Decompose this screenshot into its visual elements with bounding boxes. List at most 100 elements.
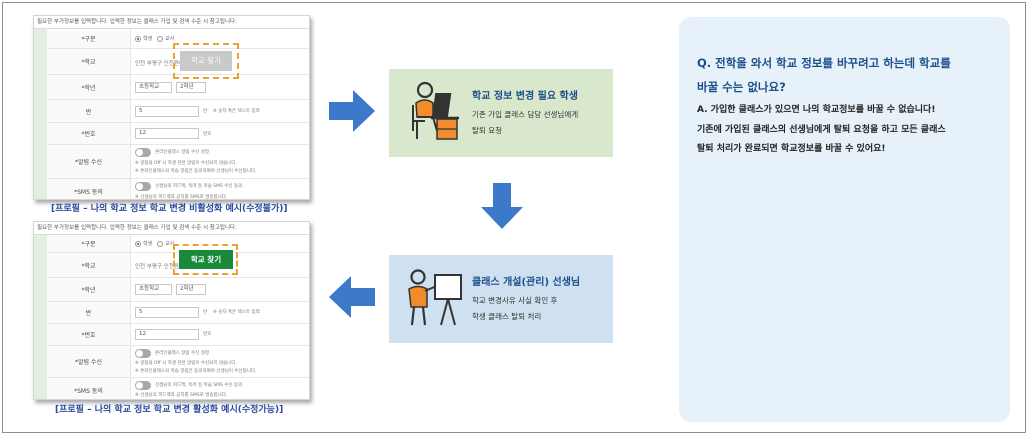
school-label: *학교 [47,253,131,277]
radio-student-icon[interactable] [135,35,141,42]
form-header-notice: 필요한 부가정보를 입력합니다. 입력한 정보는 클래스 가입 및 검색 수준 … [34,16,309,29]
grade-select[interactable]: 초등학교 [135,284,172,295]
sms-note: ※ 선생님의 피드백과 공지를 SMS로 발송합니다. [135,393,228,398]
alarm-toggle[interactable] [135,349,151,358]
faq-answer: A. 가입한 클래스가 있으면 나의 학교정보를 바꿀 수 없습니다! 기존에 … [697,101,1007,160]
type-label: *구분 [47,235,131,252]
highlight-dashed-box [173,244,238,275]
form-row-class: 반 5 반 ※ 숫자 혹은 텍스트 입력 [47,302,309,324]
alarm-note-2: ※ 온라인클래스의 학습 알림은 동의하여야 선생님이 수신됩니다. [135,169,257,174]
sms-toggle[interactable] [135,381,151,390]
form-header-notice: 필요한 부가정보를 입력합니다. 입력한 정보는 클래스 가입 및 검색 수준 … [34,222,309,235]
class-unit: 반 [203,310,208,315]
class-label: 반 [47,100,131,122]
radio-teacher-label: 교사 [164,36,175,42]
form-row-grade: *학년 초등학교 2학년 [47,75,309,100]
class-label: 반 [47,302,131,323]
teacher-step-box: 클래스 개설(관리) 선생님 학교 변경사유 사실 확인 후 학생 클래스 탈퇴… [389,255,613,343]
faq-question-line-2: 바꿀 수는 없나요? [697,80,786,94]
alarm-note-2: ※ 온라인클래스의 학습 알림은 동의하여야 선생님이 수신됩니다. [135,369,257,374]
alarm-note-1: ※ 알림을 Off 시 학생 관련 알림이 수신되지 않습니다. [135,361,237,366]
grade-label: *학년 [47,278,131,301]
teacher-box-desc: 학교 변경사유 사실 확인 후 학생 클래스 탈퇴 처리 [472,293,557,325]
faq-answer-line-3: 탈퇴 처리가 완료되면 학교정보를 바꿀 수 있어요! [697,144,886,154]
radio-teacher-icon[interactable] [156,35,163,42]
arrow-right-icon [329,90,375,132]
school-label: *학교 [47,49,131,74]
form-row-sms: *SMS 동의 선생님의 피드백, 독려 등 학습 SMS 수신 동의 ※ 선생… [47,179,309,200]
faq-question-line-1: Q. 전학을 와서 학교 정보를 바꾸려고 하는데 학교를 [697,56,951,70]
profile-form-disabled-screenshot: 필요한 부가정보를 입력합니다. 입력한 정보는 클래스 가입 및 검색 수준 … [33,15,310,200]
teacher-presenting-icon [408,269,462,326]
form-row-type: *구분 학생 교사 [47,29,309,49]
faq-panel: Q. 전학을 와서 학교 정보를 바꾸려고 하는데 학교를 바꿀 수는 없나요?… [679,17,1010,422]
find-school-button-disabled[interactable]: 학교 찾기 [180,51,232,71]
radio-teacher-label: 교사 [164,241,175,247]
form-row-type: *구분 학생 교사 [47,235,309,253]
type-label: *구분 [47,29,131,48]
form-row-school: *학교 인천 부평구 인천원미초등학교 [47,253,309,278]
alarm-note-1: ※ 알림을 Off 시 학생 관련 알림이 수신되지 않습니다. [135,161,237,166]
grade-num-select[interactable]: 2학년 [176,82,206,93]
sms-toggle[interactable] [135,182,151,191]
sms-label: *SMS 동의 [47,378,131,399]
faq-answer-line-1: A. 가입한 클래스가 있으면 나의 학교정보를 바꿀 수 없습니다! [697,105,936,115]
form-row-school: *학교 인천 부평구 인천원미초등학교 [47,49,309,75]
teacher-box-title: 클래스 개설(관리) 선생님 [472,277,581,288]
faq-answer-line-2: 기존에 가입된 클래스의 선생님에게 탈퇴 요청을 하고 모든 클래스 [697,124,946,135]
student-box-line-2: 탈퇴 요청 [472,126,502,135]
number-label: *번호 [47,123,131,144]
sms-toggle-text: 선생님의 피드백, 독려 등 학습 SMS 수신 동의 [155,383,243,388]
student-step-box: 학교 정보 변경 필요 학생 기존 가입 클래스 담당 선생님에게 탈퇴 요청 [389,69,613,157]
sms-note: ※ 선생님의 피드백과 공지를 SMS로 발송합니다. [135,195,228,200]
form-row-alarm: *알림 수신 온라인클래스 알림 수신 설정 ※ 알림을 Off 시 학생 관련… [47,145,309,179]
form-row-grade: *학년 초등학교 2학년 [47,278,309,302]
teacher-box-line-1: 학교 변경사유 사실 확인 후 [472,296,558,305]
form-row-number: *번호 12 번호 [47,324,309,346]
class-hint: ※ 숫자 혹은 텍스트 입력 [213,109,260,114]
student-box-title: 학교 정보 변경 필요 학생 [472,91,578,102]
sms-toggle-text: 선생님의 피드백, 독려 등 학습 SMS 수신 동의 [155,184,243,189]
caption-enabled: [프로필 – 나의 학교 정보 학교 변경 활성화 예시(수정가능)] [55,405,284,415]
school-value: 인천 부평구 인천원미초등학교 [135,264,205,270]
form-row-alarm: *알림 수신 온라인클래스 알림 수신 설정 ※ 알림을 Off 시 학생 관련… [47,346,309,378]
radio-student-label: 학생 [143,36,153,42]
form-row-number: *번호 12 번호 [47,123,309,145]
sms-label: *SMS 동의 [47,179,131,199]
teacher-box-line-2: 학생 클래스 탈퇴 처리 [472,312,542,321]
form-side-bar [34,235,47,399]
student-box-line-1: 기존 가입 클래스 담당 선생님에게 [472,110,579,119]
alarm-toggle-text: 온라인클래스 알림 수신 설정 [155,150,209,155]
alarm-toggle-text: 온라인클래스 알림 수신 설정 [155,351,209,356]
alarm-toggle[interactable] [135,148,151,157]
number-label: *번호 [47,324,131,345]
radio-student-icon[interactable] [135,240,141,247]
form-row-sms: *SMS 동의 선생님의 피드백, 독려 등 학습 SMS 수신 동의 ※ 선생… [47,378,309,399]
class-input[interactable]: 5 [135,307,199,318]
highlight-dashed-box [173,43,239,79]
profile-form-enabled-screenshot: 필요한 부가정보를 입력합니다. 입력한 정보는 클래스 가입 및 검색 수준 … [33,221,310,400]
arrow-left-icon [329,276,375,318]
number-input[interactable]: 12 [135,128,199,139]
form-row-class: 반 5 반 ※ 숫자 혹은 텍스트 입력 [47,100,309,123]
form-side-bar [34,29,47,199]
grade-num-select[interactable]: 2학년 [176,284,206,295]
number-unit: 번호 [203,332,212,337]
alarm-label: *알림 수신 [47,145,131,178]
grade-select[interactable]: 초등학교 [135,82,172,93]
class-hint: ※ 숫자 혹은 텍스트 입력 [213,310,260,315]
find-school-button-enabled[interactable]: 학교 찾기 [179,250,233,269]
caption-disabled: [프로필 – 나의 학교 정보 학교 변경 비활성화 예시(수정불가)] [51,204,288,214]
class-unit: 반 [203,109,208,114]
number-input[interactable]: 12 [135,329,199,340]
class-input[interactable]: 5 [135,106,199,117]
faq-question: Q. 전학을 와서 학교 정보를 바꾸려고 하는데 학교를 바꿀 수는 없나요? [697,51,997,99]
arrow-down-icon [481,183,523,229]
radio-teacher-icon[interactable] [156,240,163,247]
student-at-desk-icon [412,81,459,140]
alarm-label: *알림 수신 [47,346,131,377]
school-value: 인천 부평구 인천원미초등학교 [135,61,205,67]
number-unit: 번호 [203,132,212,137]
radio-student-label: 학생 [143,241,153,247]
